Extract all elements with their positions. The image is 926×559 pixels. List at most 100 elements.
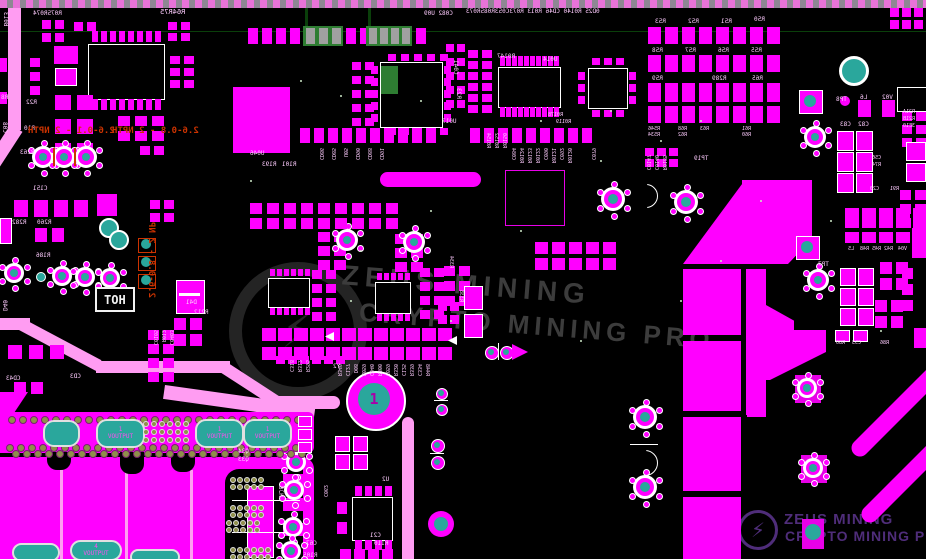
hole-pad (258, 477, 264, 483)
pcb-pad (536, 56, 541, 66)
pcb-pad (420, 310, 430, 319)
drill-dot (420, 100, 422, 102)
pcb-pad (840, 288, 856, 306)
pcb-pad (446, 58, 454, 66)
pcb-pad (332, 28, 341, 44)
pcb-pad (328, 128, 338, 143)
pcb-pad (390, 328, 404, 341)
pcb-pad (365, 540, 372, 550)
hole-pad (199, 450, 207, 458)
silk-arc (647, 184, 658, 208)
satellite-pad (300, 555, 308, 559)
satellite-pad (303, 480, 311, 488)
pcb-pad (150, 213, 160, 222)
silkscreen-label: C0140 (653, 155, 659, 171)
pcb-pad (369, 218, 381, 229)
pcb-pad (552, 242, 565, 254)
silkscreen-label: D41 (186, 299, 197, 306)
hole-pad (89, 450, 97, 458)
silkscreen-label: R74 (872, 162, 882, 168)
hole-pad (237, 512, 243, 518)
trace (190, 470, 193, 559)
pcb-pad (77, 119, 93, 134)
pcb-pad (536, 107, 541, 117)
silkscreen-label: R63 (700, 126, 710, 132)
pcb-pad (356, 128, 366, 143)
hole-pad (175, 421, 181, 427)
pcb-pad (648, 27, 661, 44)
pcb-pad (750, 83, 763, 102)
silkscreen-label: R48 (860, 246, 870, 252)
pcb-pad (77, 95, 93, 110)
pcb-pad (645, 148, 654, 156)
pcb-pad (318, 246, 330, 256)
pcb-pad (119, 99, 125, 110)
satellite-pad (27, 147, 35, 154)
silkscreen-label: R448 (424, 364, 430, 377)
ic-body (505, 170, 565, 226)
satellite-pad (40, 139, 48, 147)
pcb-pad (365, 90, 374, 98)
pcb-pad (170, 80, 180, 88)
pcb-pad (168, 22, 177, 30)
pcb-pad (184, 56, 194, 64)
pad-large (176, 280, 205, 314)
pour-notch (171, 454, 195, 472)
voutput-pin-number: 1 (265, 425, 270, 433)
silkscreen-label: 2.6-0.8 - 2 NPTH (112, 126, 199, 136)
satellite-pad (331, 230, 339, 237)
pcb-pad (554, 128, 564, 143)
ic-body (588, 68, 628, 109)
pcb-pad (414, 54, 422, 61)
pcb-pad (665, 55, 678, 72)
pcb-pad (184, 68, 194, 76)
pcb-pad (914, 8, 923, 17)
hole-pad (237, 554, 243, 559)
pcb-pad (326, 298, 336, 307)
silkscreen-label: R260 (37, 219, 52, 226)
trace (402, 417, 414, 559)
pcb-pad (312, 270, 322, 279)
hole-pad (111, 450, 119, 458)
pcb-pad (405, 314, 410, 321)
via (36, 272, 46, 282)
pad (464, 286, 483, 310)
satellite-pad (828, 270, 836, 277)
satellite-pad (802, 270, 810, 277)
pcb-pad (446, 72, 454, 80)
satellite-pad (331, 245, 339, 252)
pcb-pad (30, 58, 40, 67)
ic-body (375, 282, 411, 314)
pcb-pad (277, 269, 282, 276)
satellite-pad (291, 501, 299, 509)
satellite-pad (61, 139, 69, 147)
hole-pad (83, 444, 91, 452)
hole-pad (244, 512, 250, 518)
hole-pad (72, 444, 80, 452)
satellite-pad (822, 458, 830, 466)
silkscreen-label: C151 (33, 185, 48, 192)
pcb-pad (616, 58, 624, 65)
pcb-pad (352, 76, 361, 84)
pcb-pad (879, 208, 893, 228)
pcb-pad (270, 269, 275, 276)
satellite-pad (812, 119, 820, 127)
pcb-pad (55, 20, 64, 29)
pcb-pad (388, 54, 396, 61)
pcb-pad (750, 27, 763, 44)
pcb-pad (298, 269, 303, 276)
pcb-pad (422, 347, 436, 360)
pcb-pad (434, 282, 444, 291)
pcb-pad (914, 20, 923, 29)
pcb-pad (578, 84, 585, 92)
silkscreen-label: C20 (870, 186, 880, 192)
silkscreen-label: 2.6-0.1 - 2 NPTH (28, 126, 115, 136)
pcb-pad (468, 105, 478, 113)
pcb-pad (554, 107, 559, 117)
satellite-pad (804, 371, 812, 379)
silkscreen-label: L5 (848, 246, 855, 252)
pcb-pad (318, 203, 330, 214)
satellite-pad (48, 147, 56, 154)
satellite-pad (300, 541, 308, 549)
satellite-pad (70, 281, 78, 289)
